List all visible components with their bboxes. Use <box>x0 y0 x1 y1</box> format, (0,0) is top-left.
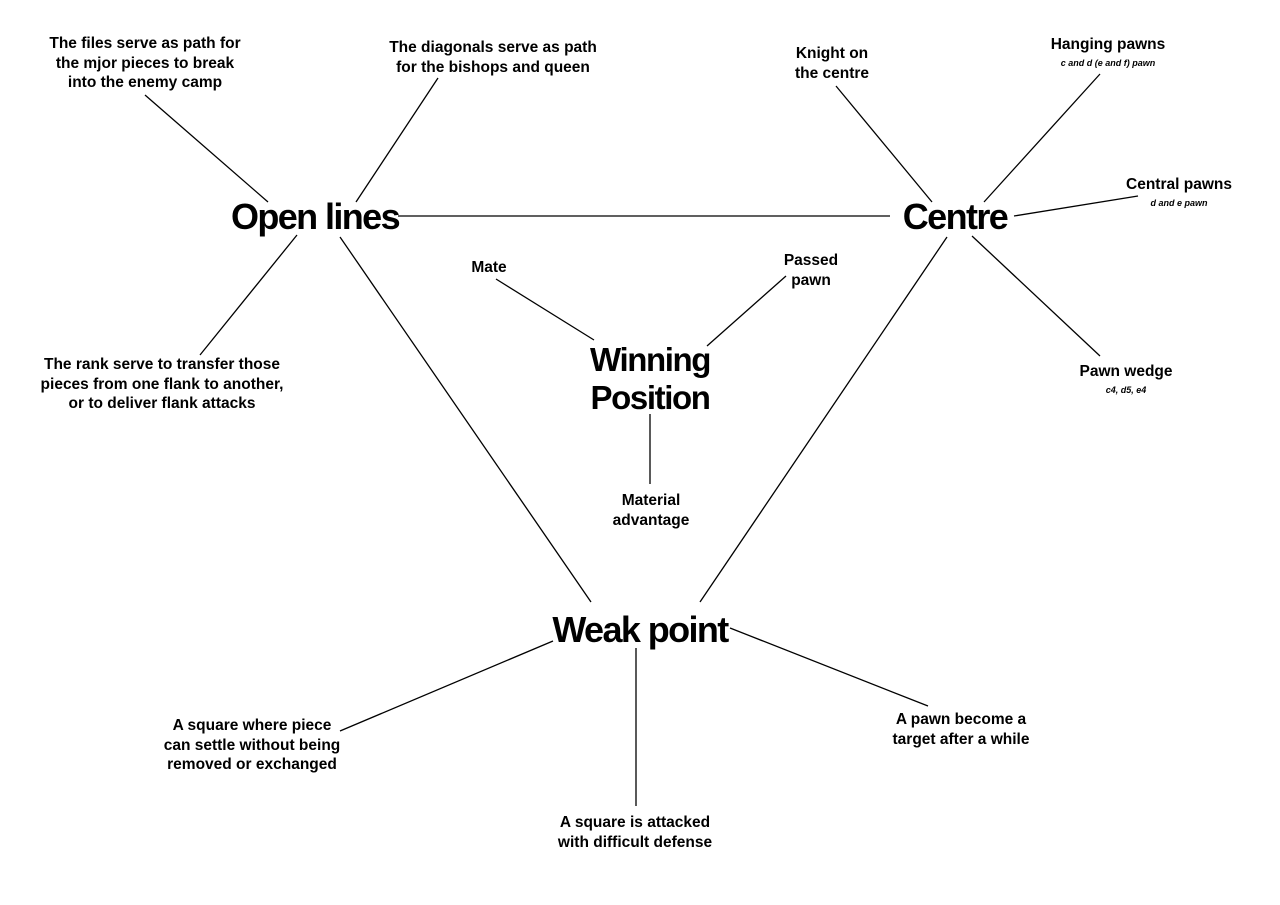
leaf-knight: Knight on the centre <box>772 44 892 83</box>
node-winning-position: Winning Position <box>560 341 740 417</box>
leaf-mate-text: Mate <box>471 259 507 276</box>
leaf-diagonals-line-1: The diagonals serve as path <box>389 39 597 56</box>
leaf-files-line-2: the mjor pieces to break <box>55 54 235 72</box>
leaf-attacked-line-2: with difficult defense <box>557 833 713 851</box>
node-weak-point: Weak point <box>530 611 750 649</box>
winning-line-1: Winning <box>589 341 711 378</box>
leaf-diagonals-line-2: for the bishops and queen <box>396 58 590 76</box>
line-ranks <box>199 234 298 356</box>
leaf-pawn-target-line-2: target after a while <box>892 730 1030 748</box>
line-passed-pawn <box>706 275 787 347</box>
node-weak-point-text: Weak point <box>552 609 729 650</box>
leaf-hanging-pawns-sub: c and d (e and f) pawn <box>1060 57 1156 68</box>
line-knight <box>835 85 933 203</box>
leaf-ranks-line-2: pieces from one flank to another, <box>40 375 284 393</box>
leaf-settle: A square where piece can settle without … <box>142 716 362 775</box>
line-hanging-pawns <box>983 73 1101 203</box>
line-central-pawns <box>1013 195 1139 217</box>
winning-line-2: Position <box>590 379 711 416</box>
leaf-material-line-2: advantage <box>612 511 690 529</box>
leaf-knight-line-2: the centre <box>794 64 870 82</box>
leaf-settle-line-1: A square where piece <box>172 717 332 734</box>
line-pawn-target <box>729 627 929 707</box>
leaf-pawn-wedge-label: Pawn wedge <box>1079 363 1173 380</box>
leaf-files-line-1: The files serve as path for <box>49 35 241 52</box>
node-open-lines: Open lines <box>210 198 420 236</box>
leaf-settle-line-2: can settle without being <box>163 736 341 754</box>
node-centre-text: Centre <box>902 196 1009 237</box>
leaf-passed-pawn-line-2: pawn <box>791 271 831 289</box>
leaf-central-pawns: Central pawns d and e pawn <box>1114 175 1244 209</box>
leaf-central-pawns-sub: d and e pawn <box>1150 197 1208 208</box>
leaf-hanging-pawns-label: Hanging pawns <box>1050 36 1166 53</box>
leaf-attacked: A square is attacked with difficult defe… <box>530 813 740 852</box>
line-mate <box>495 278 595 341</box>
leaf-ranks: The rank serve to transfer those pieces … <box>22 355 302 414</box>
leaf-ranks-line-3: or to deliver flank attacks <box>68 395 256 412</box>
line-openlines-weakpoint <box>339 236 592 603</box>
line-centre-weakpoint <box>699 236 948 603</box>
leaf-pawn-target: A pawn become a target after a while <box>866 710 1056 749</box>
line-settle <box>339 640 554 732</box>
node-open-lines-text: Open lines <box>230 196 401 237</box>
line-pawn-wedge <box>971 235 1101 357</box>
leaf-diagonals: The diagonals serve as path for the bish… <box>373 38 613 77</box>
node-centre: Centre <box>880 198 1030 236</box>
leaf-material-line-1: Material <box>621 492 681 509</box>
leaf-files-line-3: into the enemy camp <box>67 74 223 91</box>
leaf-knight-line-1: Knight on <box>795 45 869 62</box>
leaf-settle-line-3: removed or exchanged <box>167 756 337 773</box>
line-files <box>144 94 269 203</box>
leaf-attacked-line-1: A square is attacked <box>559 814 711 831</box>
leaf-files: The files serve as path for the mjor pie… <box>30 34 260 93</box>
leaf-pawn-wedge-sub: c4, d5, e4 <box>1105 384 1147 395</box>
leaf-material: Material advantage <box>596 491 706 530</box>
leaf-hanging-pawns: Hanging pawns c and d (e and f) pawn <box>1038 35 1178 69</box>
leaf-mate: Mate <box>454 258 524 278</box>
leaf-passed-pawn: Passed pawn <box>766 251 856 290</box>
leaf-pawn-target-line-1: A pawn become a <box>895 711 1027 728</box>
leaf-passed-pawn-line-1: Passed <box>783 252 839 269</box>
leaf-ranks-line-1: The rank serve to transfer those <box>43 356 281 373</box>
leaf-pawn-wedge: Pawn wedge c4, d5, e4 <box>1066 362 1186 396</box>
line-diagonals <box>355 77 439 203</box>
leaf-central-pawns-label: Central pawns <box>1126 176 1232 193</box>
